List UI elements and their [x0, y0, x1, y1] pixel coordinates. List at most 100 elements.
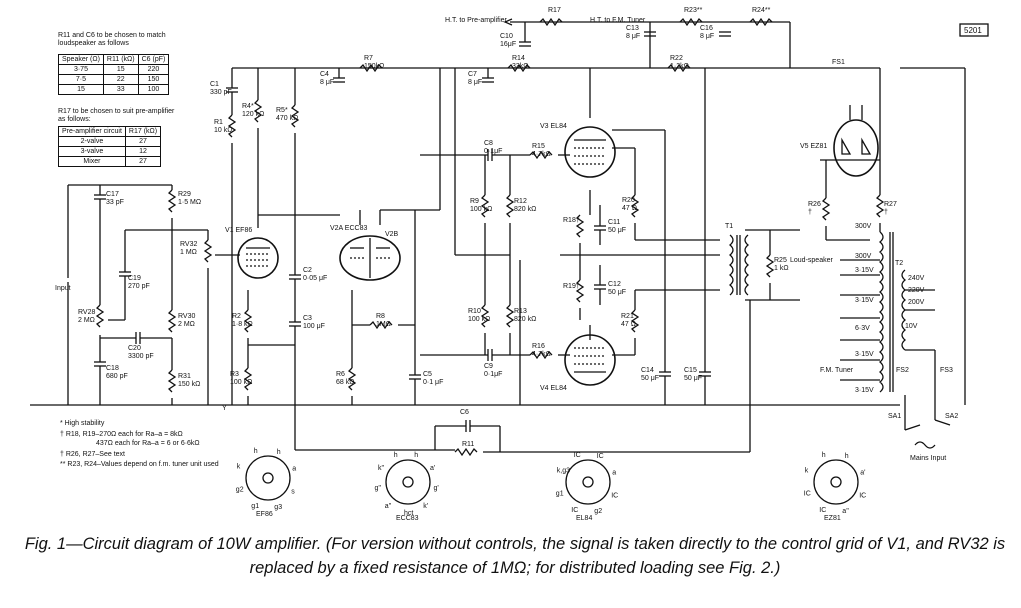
base-pin-label: k [237, 463, 241, 470]
figure-id: 5201 [964, 26, 982, 35]
resistor-r21 [630, 309, 640, 333]
base-pin-label: IC [819, 507, 826, 514]
label-mains-input: Mains Input [910, 455, 946, 462]
table-cell: 27 [124, 156, 162, 167]
resistor-r8 [369, 320, 393, 330]
base-pin-label: IC [571, 507, 578, 514]
valve-v2 [339, 235, 401, 281]
base-pin-label: g'' [375, 485, 382, 492]
potentiometer-rv30[interactable] [167, 309, 177, 333]
t2-tap: 240V [908, 275, 925, 282]
component-label: R18† [563, 217, 580, 224]
resistor-r31 [167, 369, 177, 393]
base-pin-label: g2 [594, 508, 602, 515]
resistor-r7 [359, 63, 383, 73]
table-cell: 3-valve [58, 146, 126, 157]
base-pin-label: s [291, 489, 295, 496]
label-fs1: FS1 [832, 59, 845, 66]
table-header: C6 (pF) [137, 54, 170, 65]
base-pin-label: IC [804, 490, 811, 497]
base-pin-label: IC [597, 453, 604, 460]
label-v1: V1 EF86 [225, 227, 252, 234]
base-pin-label: h [414, 452, 418, 459]
figure-id-box [959, 23, 989, 37]
resistor-r18 [575, 214, 585, 238]
base-ef86 [245, 455, 291, 501]
legend-item: ** R23, R24–Values depend on f.m. tuner … [60, 461, 219, 468]
resistor-r1 [227, 114, 237, 138]
resistor-r4 [253, 99, 263, 123]
wiring [67, 67, 966, 453]
t2-tap: 300V [855, 253, 872, 260]
base-name: EZ81 [824, 515, 841, 522]
base-name: ECC83 [396, 515, 419, 522]
potentiometer-rv32[interactable] [203, 239, 213, 263]
label-ht-fm: H.T. to F.M. Tuner [590, 17, 646, 24]
t2-tap: 3·15V [855, 387, 874, 394]
legend-item: † R18, R19–270Ω each for Ra–a = 8kΩ [60, 431, 183, 438]
figure-caption: Fig. 1—Circuit diagram of 10W amplifier.… [24, 535, 1006, 577]
base-name: EF86 [256, 511, 273, 518]
resistor-r13 [505, 304, 515, 328]
transformer-t2 [878, 231, 907, 393]
label-fs2: FS2 [896, 367, 909, 374]
table-header: Speaker (Ω) [58, 54, 104, 65]
component-label: R19† [563, 283, 580, 290]
base-pin-label: a [292, 466, 296, 473]
label-t2: T2 [895, 260, 903, 267]
base-pin-label: k'' [378, 465, 384, 472]
label-loudspeaker: Loud-speaker [790, 257, 833, 264]
base-pin-label: g1 [251, 503, 259, 510]
capacitor-c3 [289, 321, 301, 327]
table-cell: 15 [58, 84, 104, 95]
resistor-r26 [821, 197, 831, 221]
legend-item: † R26, R27–See text [60, 451, 125, 458]
capacitor-c11 [594, 225, 606, 231]
valve-v4 [564, 334, 616, 386]
transformer-t1 [728, 234, 750, 296]
component-label: R24** [752, 7, 771, 14]
t2-tap: 220V [908, 287, 925, 294]
resistor-r22 [667, 63, 691, 73]
base-pin-label: IC [611, 493, 618, 500]
capacitor-c7 [482, 68, 494, 83]
label-v5: V5 EZ81 [800, 143, 827, 150]
capacitor-c10 [519, 41, 531, 47]
base-pin-label: a' [430, 465, 435, 472]
resistor-r6 [347, 367, 357, 391]
resistor-r15 [529, 150, 553, 160]
legend-item: 437Ω each for Ra–a = 6 or 6·6kΩ [96, 440, 200, 447]
base-pin-label: IC [574, 452, 581, 459]
table-cell: Mixer [58, 156, 126, 167]
potentiometer-rv28[interactable] [95, 304, 105, 328]
base-pin-label: h [254, 448, 258, 455]
resistor-r24 [749, 17, 773, 27]
label-t1: T1 [725, 223, 733, 230]
r17-table: Pre-amplifier circuit R17 (kΩ) 2-valve 2… [58, 126, 162, 167]
capacitor-c13 [644, 31, 656, 37]
r17-note: R17 to be chosen to suit pre-amplifier a… [58, 108, 175, 123]
base-pin-label: g' [434, 485, 439, 492]
resistor-r17 [539, 17, 563, 27]
table-header: R17 (kΩ) [124, 126, 162, 137]
resistor-r10 [480, 304, 490, 328]
t2-tap: 10V [905, 323, 918, 330]
resistor-r20 [630, 194, 640, 218]
